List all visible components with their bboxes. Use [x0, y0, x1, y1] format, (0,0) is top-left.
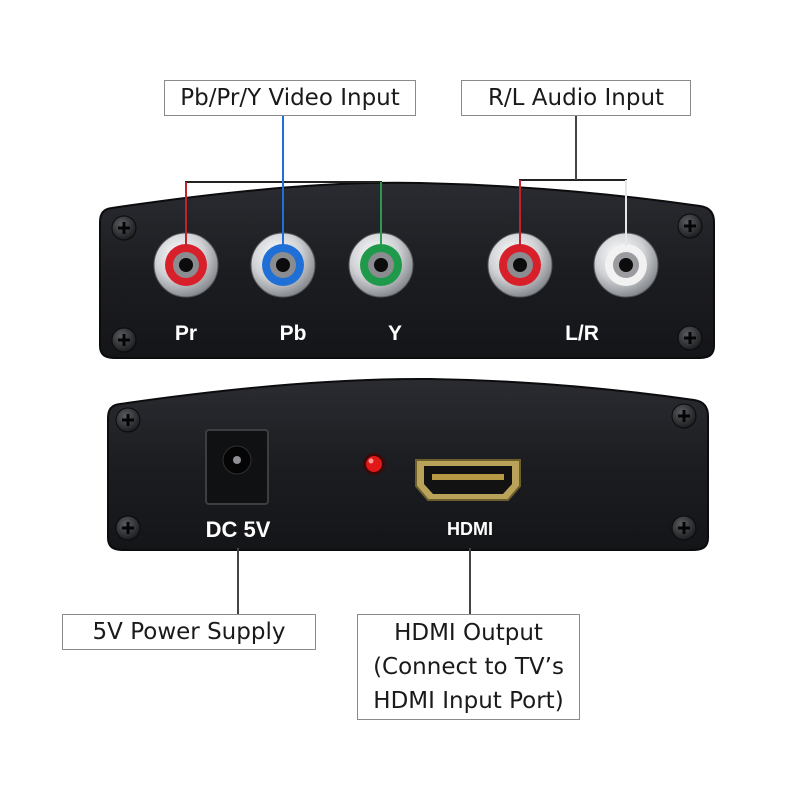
hdmi-output-callout: HDMI Output (Connect to TV’s HDMI Input …	[357, 614, 580, 720]
power-supply-label: 5V Power Supply	[92, 619, 286, 645]
hdmi-output-line: (Connect to TV’s	[373, 654, 564, 680]
screw-icon	[677, 325, 703, 351]
rca-jack-l	[593, 232, 659, 298]
label-y: Y	[388, 322, 402, 345]
audio-input-callout: R/L Audio Input	[461, 80, 691, 116]
power-supply-callout: 5V Power Supply	[62, 614, 316, 650]
screw-icon	[671, 515, 697, 541]
label-pb: Pb	[280, 322, 307, 345]
rca-jack-r	[487, 232, 553, 298]
rca-jack-pb	[250, 232, 316, 298]
video-input-callout: Pb/Pr/Y Video Input	[164, 80, 416, 116]
label-hdmi: HDMI	[447, 519, 493, 539]
label-pr: Pr	[175, 322, 197, 345]
video-input-label: Pb/Pr/Y Video Input	[180, 85, 400, 111]
screw-icon	[115, 407, 141, 433]
screw-icon	[677, 213, 703, 239]
dc-power-jack	[205, 429, 269, 505]
label-dc: DC 5V	[206, 517, 271, 542]
screw-icon	[111, 327, 137, 353]
back-panel	[107, 377, 709, 551]
hdmi-output-line: HDMI Output	[394, 620, 543, 646]
rca-jack-pr	[153, 232, 219, 298]
hdmi-port	[415, 459, 521, 501]
audio-leader-lines	[519, 116, 627, 246]
power-led	[363, 453, 385, 475]
label-lr: L/R	[565, 322, 599, 345]
rca-jack-y	[348, 232, 414, 298]
screw-icon	[671, 403, 697, 429]
audio-input-label: R/L Audio Input	[487, 85, 665, 111]
screw-icon	[115, 515, 141, 541]
hdmi-output-line: HDMI Input Port)	[373, 688, 564, 714]
screw-icon	[111, 215, 137, 241]
video-leader-lines	[185, 116, 382, 246]
